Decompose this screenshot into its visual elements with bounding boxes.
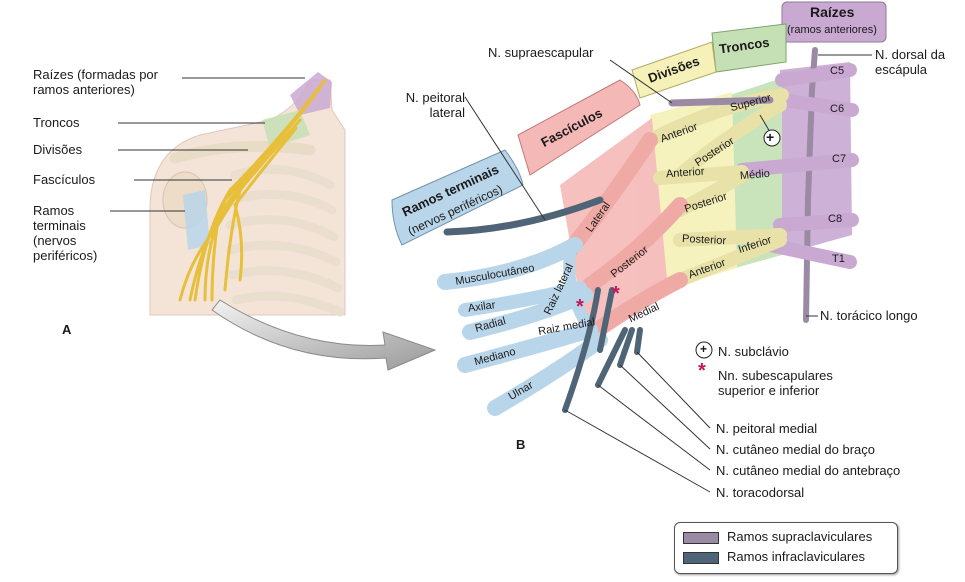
rib-cage — [225, 164, 345, 317]
root-label-c5: C5 — [830, 65, 845, 77]
root-c8 — [773, 213, 859, 232]
panel-a-illustration — [149, 72, 346, 317]
label-a-cords: Fascículos — [33, 172, 96, 187]
subscapular-star-1: * — [576, 296, 584, 318]
callout-lateral-pectoral: N. peitoral lateral — [405, 90, 465, 120]
root-c6 — [775, 93, 859, 117]
callout-long-thoracic: N. torácico longo — [820, 308, 918, 323]
subclavius-plus-sign: + — [766, 129, 775, 145]
callout-thoracodorsal: N. toracodorsal — [716, 485, 805, 500]
terminal-zone — [183, 190, 210, 250]
root-label-c7: C7 — [832, 153, 847, 165]
root-label-c6: C6 — [830, 103, 845, 115]
callout-suprascapular: N. supraescapular — [488, 45, 594, 60]
roots-banner-bg — [781, 1, 887, 43]
musculocutaneous-nerve — [437, 237, 583, 290]
subscapular-star-2: * — [612, 283, 620, 305]
legend-swatch-infra — [683, 551, 719, 564]
ulnar-nerve — [487, 332, 608, 416]
subclavius-marker — [759, 114, 781, 147]
legend-swatch-supra — [683, 531, 719, 544]
root-label-c8: C8 — [828, 213, 843, 225]
plexus-tubes — [437, 47, 859, 416]
root-t1 — [763, 238, 857, 269]
panel-a-nerves — [178, 78, 327, 302]
division-label-ant-mid: Anterior — [665, 165, 705, 181]
legend-plus-sign: + — [700, 342, 708, 356]
clavicle — [169, 140, 316, 164]
legend-star: * — [698, 360, 706, 382]
legend-box: Ramos supraclaviculares Ramos infraclavi… — [674, 522, 898, 574]
root-label-t1: T1 — [832, 253, 845, 265]
callout-subscapular: Nn. subescapulares superior e inferior — [718, 368, 833, 398]
callout-medial-pectoral: N. peitoral medial — [716, 421, 818, 436]
legend-row-supra: Ramos supraclaviculares — [683, 529, 872, 545]
transition-arrow — [211, 299, 437, 371]
lateral-pectoral-nerve — [443, 196, 604, 236]
label-a-roots: Raízes (formadas por ramos anteriores) — [33, 67, 158, 97]
banners — [391, 1, 887, 246]
median-nerve — [457, 322, 598, 373]
division-label-post-inf: Posterior — [681, 232, 727, 248]
panel-a-letter: A — [62, 322, 72, 337]
callout-medial-cutaneous-forearm: N. cutâneo medial do antebraço — [716, 463, 901, 478]
label-a-divisions: Divisões — [33, 142, 83, 157]
divisions-banner-bg — [631, 41, 717, 99]
callout-dorsal-scapular: N. dorsal da escápula — [875, 47, 946, 77]
callout-medial-cutaneous-arm: N. cutâneo medial do braço — [716, 442, 875, 457]
panel-a-leaders — [110, 77, 305, 212]
banner-roots-title: Raízes — [810, 4, 855, 20]
suprascapular-nerve — [668, 96, 774, 107]
terminal-banner-bg — [391, 149, 524, 246]
legend-plus — [695, 341, 713, 359]
label-a-trunks: Troncos — [33, 115, 80, 130]
root-c5 — [775, 63, 857, 87]
legend-row-infra: Ramos infraclaviculares — [683, 549, 865, 565]
cords-banner-bg — [517, 79, 641, 176]
panel-b-letter: B — [516, 437, 526, 452]
legend-label-supra: Ramos supraclaviculares — [727, 529, 873, 544]
legend-label-infra: Ramos infraclaviculares — [727, 549, 865, 564]
root-c7 — [735, 153, 859, 177]
panel-b-leaders — [464, 54, 872, 493]
trunk-label-middle: Médio — [739, 167, 771, 183]
callout-subclavius: N. subclávio — [718, 344, 789, 359]
label-a-terminal: Ramos terminais (nervos periféricos) — [33, 203, 98, 263]
banner-roots-sub: (ramos anteriores) — [787, 24, 877, 36]
